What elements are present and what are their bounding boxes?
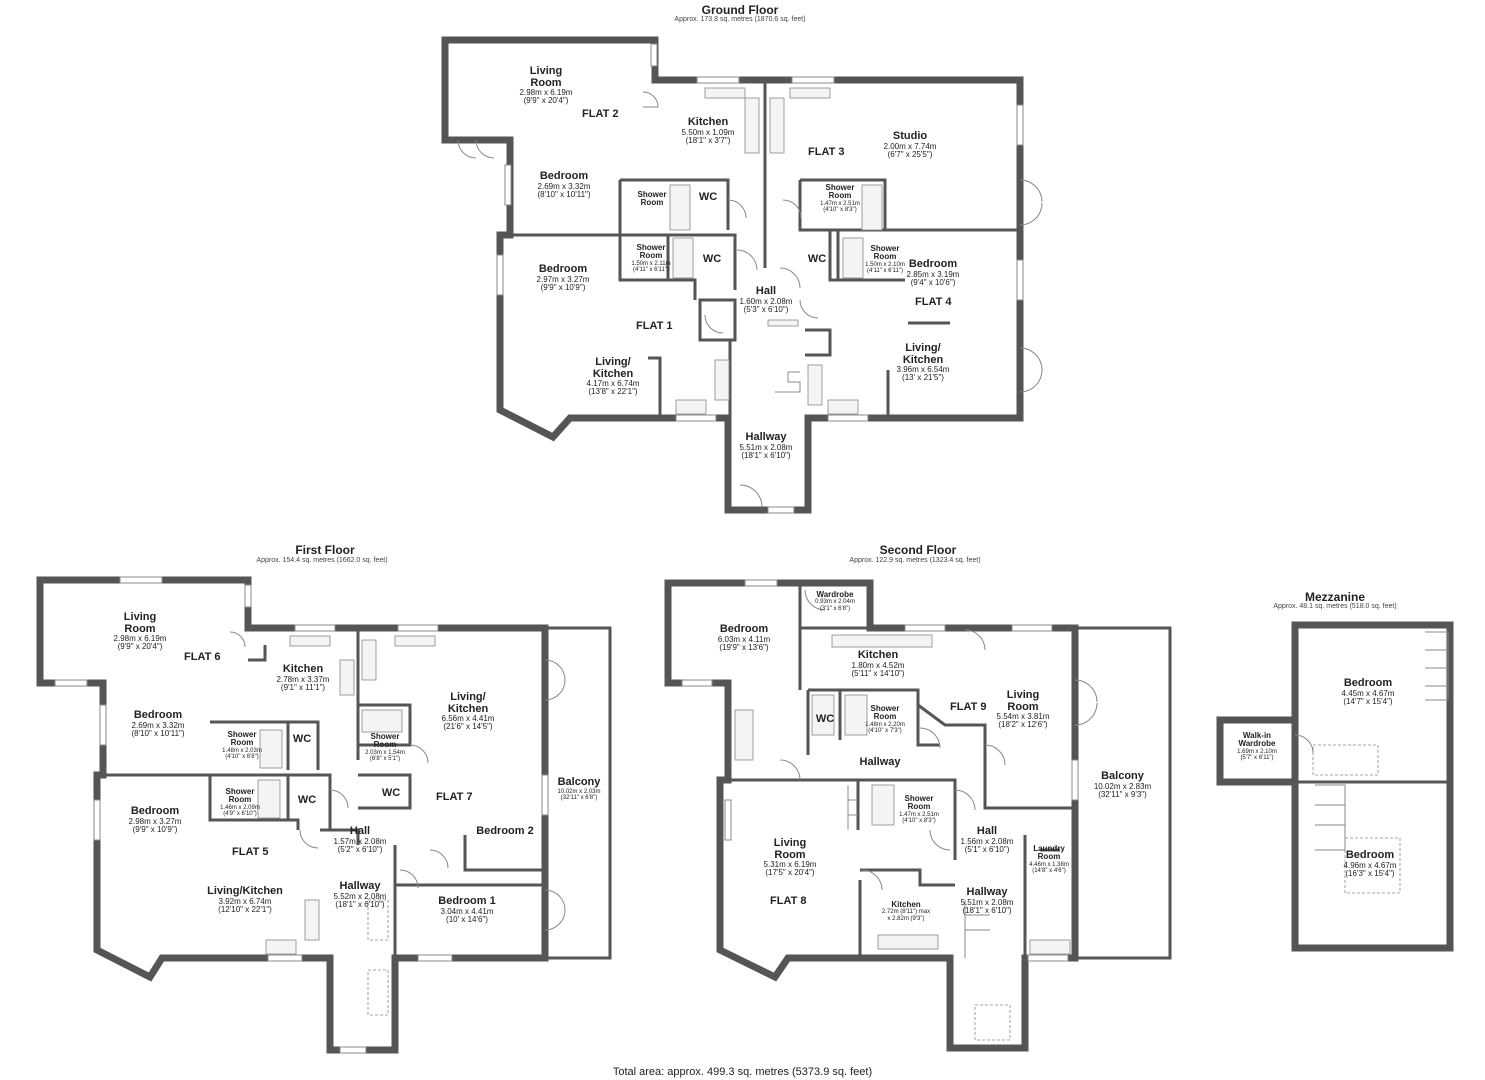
room-label: Hallway — [859, 756, 901, 768]
room-label: WC — [292, 733, 312, 745]
flat-label: FLAT 7 — [436, 791, 473, 803]
room-label: WC — [698, 191, 718, 203]
mezzanine-title: Mezzanine — [1304, 590, 1365, 604]
first-floor-plan — [36, 576, 612, 1054]
first-floor-title: First Floor — [295, 543, 355, 557]
room-label: WC — [702, 253, 722, 265]
second-floor-title: Second Floor — [879, 543, 957, 557]
flat-label: FLAT 5 — [232, 846, 269, 858]
total-area: Total area: approx. 499.3 sq. metres (53… — [612, 1066, 873, 1078]
mezzanine-area: Approx. 48.1 sq. metres (518.0 sq. feet) — [1273, 603, 1397, 610]
flat-label: FLAT 3 — [808, 146, 845, 158]
flat-label: FLAT 2 — [582, 108, 619, 120]
flat-label: FLAT 8 — [770, 895, 807, 907]
room-label: Shower Room — [637, 190, 667, 208]
mezzanine-plan — [1216, 621, 1454, 952]
flat-label: FLAT 1 — [636, 320, 673, 332]
ground-floor-title: Ground Floor — [701, 3, 779, 17]
flat-label: FLAT 6 — [184, 651, 221, 663]
ground-floor-area: Approx. 173.8 sq. metres (1870.6 sq. fee… — [674, 16, 806, 23]
ground-floor-plan — [441, 36, 1043, 514]
second-floor-plan — [664, 579, 1172, 1052]
room-label: WC — [381, 787, 401, 799]
room-label: WC — [815, 713, 835, 725]
room-label: WC — [297, 794, 317, 806]
room-label: Bedroom 2 — [476, 825, 534, 837]
flat-label: FLAT 4 — [915, 296, 952, 308]
room-label: WC — [807, 253, 827, 265]
flat-label: FLAT 9 — [950, 701, 987, 713]
second-floor-area: Approx. 122.9 sq. metres (1323.4 sq. fee… — [849, 557, 981, 564]
first-floor-area: Approx. 154.4 sq. metres (1662.0 sq. fee… — [256, 557, 388, 564]
